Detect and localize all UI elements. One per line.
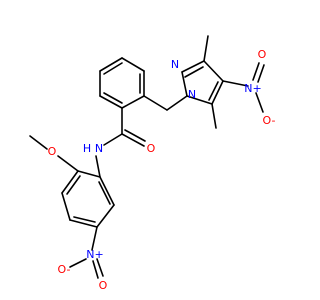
molecule-structure-diagram: N N N+ O- O O N H O N+ O- O — [29, 35, 276, 292]
bond-lines — [29, 35, 265, 279]
atom-labels: N N N+ O- O O N H O N+ O- O — [48, 48, 276, 292]
nitro-top-o-single-label: O- — [263, 114, 276, 127]
pyrazole-n1-label: N — [188, 88, 196, 101]
pyrazole-n-label: N — [171, 58, 179, 71]
amide-h-label: H — [83, 142, 91, 155]
nitro-top-n-label: N+ — [244, 82, 261, 95]
amide-n-label: N — [95, 142, 103, 155]
nitro-bottom-n-label: N+ — [86, 248, 103, 261]
nitro-bottom-o-double-label: O — [99, 279, 108, 292]
nitro-bottom-o-single-label: O- — [58, 263, 71, 276]
nitro-top-o-double-label: O — [258, 48, 267, 61]
methoxy-o-label: O — [48, 145, 57, 158]
amide-o-label: O — [147, 142, 156, 155]
